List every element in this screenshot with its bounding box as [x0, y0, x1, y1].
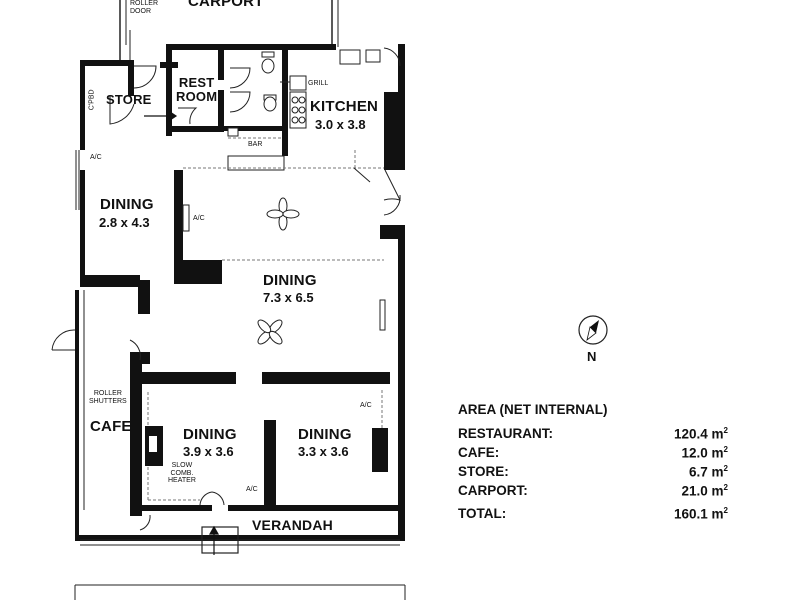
area-row: CAFE: 12.0 m2 [458, 445, 728, 464]
label-roller-door: ROLLER DOOR [130, 0, 159, 15]
label-cafe: CAFE [90, 418, 132, 435]
label-dining-main: DINING [263, 272, 317, 289]
area-title: AREA (NET INTERNAL) [458, 402, 608, 417]
carport-area [119, 0, 339, 60]
toilet-icon [261, 51, 277, 112]
area-total-value: 160.1 m [674, 506, 724, 522]
area-row-sup: 2 [723, 445, 728, 454]
label-ac-1: A/C [90, 154, 102, 161]
label-ac-2: A/C [193, 215, 205, 222]
label-ac-3: A/C [360, 402, 372, 409]
area-row-value: 120.4 m [674, 426, 724, 442]
area-row-label: STORE: [458, 464, 509, 479]
thin-lines [74, 30, 406, 600]
label-dining-a: DINING [100, 196, 154, 213]
label-slow-heater: SLOW COMB. HEATER [168, 462, 196, 485]
heater [145, 426, 163, 466]
ceiling-fan-icon [257, 197, 300, 345]
label-cpbd: C'PBD [88, 89, 96, 111]
label-bar: BAR [248, 141, 263, 148]
area-row-value: 12.0 m [681, 445, 724, 461]
area-total-row: TOTAL: 160.1 m2 [458, 506, 728, 525]
exterior-walls [75, 44, 405, 541]
door-swings [51, 47, 401, 531]
area-row-label: CARPORT: [458, 483, 528, 498]
area-row-sup: 2 [723, 483, 728, 492]
label-roller-shutters: ROLLER SHUTTERS [89, 390, 127, 405]
north-label: N [587, 349, 597, 364]
stove-icon [227, 49, 381, 137]
label-carport: CARPORT [188, 0, 264, 10]
area-row-label: CAFE: [458, 445, 500, 460]
label-grill: GRILL [308, 80, 329, 87]
area-row: CARPORT: 21.0 m2 [458, 483, 728, 502]
label-kitchen: KITCHEN [310, 98, 379, 115]
label-verandah: VERANDAH [252, 517, 333, 533]
area-row: RESTAURANT: 120.4 m2 [458, 426, 728, 445]
label-dining-c-dim: 3.3 x 3.6 [298, 444, 349, 459]
label-dining-b-dim: 3.9 x 3.6 [183, 444, 234, 459]
label-dining-c: DINING [298, 426, 352, 443]
area-total-label: TOTAL: [458, 506, 507, 521]
area-row-sup: 2 [723, 426, 728, 435]
area-row-sup: 2 [723, 464, 728, 473]
area-row-value: 6.7 m [689, 464, 724, 480]
north-arrow-icon [578, 315, 608, 345]
area-total-sup: 2 [723, 506, 728, 515]
entry-arrow-icon [144, 110, 239, 555]
label-ac-4: A/C [246, 486, 258, 493]
label-dining-main-dim: 7.3 x 6.5 [263, 290, 314, 305]
label-store: STORE [106, 92, 152, 107]
area-row: STORE: 6.7 m2 [458, 464, 728, 483]
label-rest-room: REST ROOM [176, 75, 218, 104]
label-dining-b: DINING [183, 426, 237, 443]
label-dining-a-dim: 2.8 x 4.3 [99, 215, 150, 230]
area-row-label: RESTAURANT: [458, 426, 553, 441]
label-kitchen-dim: 3.0 x 3.8 [315, 117, 366, 132]
area-row-value: 21.0 m [681, 483, 724, 499]
area-table: AREA (NET INTERNAL) RESTAURANT: 120.4 m2… [458, 402, 728, 525]
